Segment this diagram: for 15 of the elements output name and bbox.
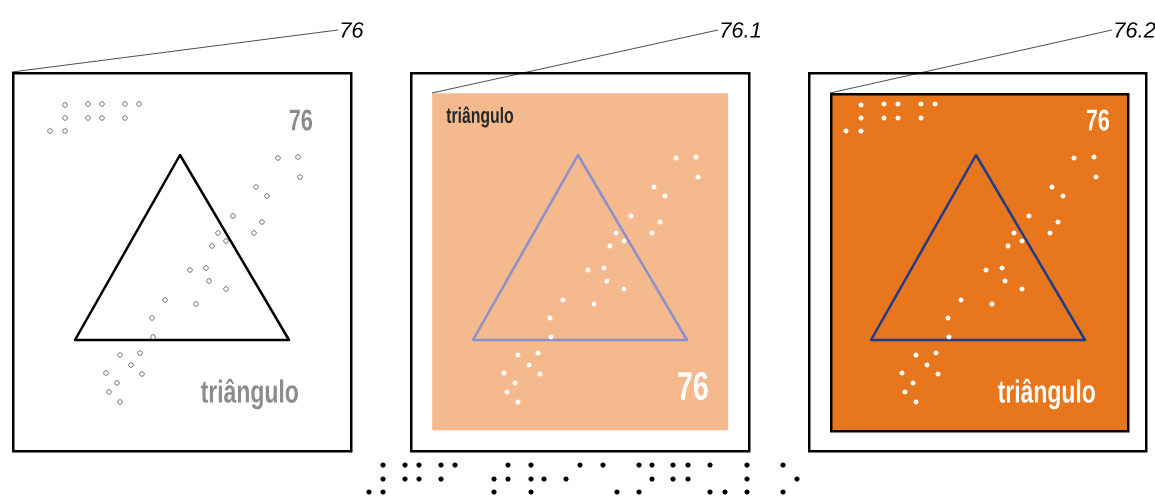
- callout-number: 76.1: [721, 22, 760, 38]
- number-label: 76: [1086, 109, 1109, 131]
- card: [12, 72, 353, 453]
- leader-line: [431, 29, 719, 94]
- number-label: 76: [289, 109, 313, 131]
- callout-number: 76.2: [1115, 22, 1155, 38]
- panel: [432, 93, 729, 431]
- word-label: triângulo: [446, 106, 514, 128]
- leader-line: [829, 29, 1113, 94]
- word-label: triângulo: [200, 378, 298, 410]
- number-label: 76: [678, 371, 708, 401]
- word-label: triângulo: [997, 378, 1095, 410]
- callout-number: 76: [341, 22, 364, 38]
- panel: [830, 93, 1130, 433]
- leader-line: [11, 29, 339, 73]
